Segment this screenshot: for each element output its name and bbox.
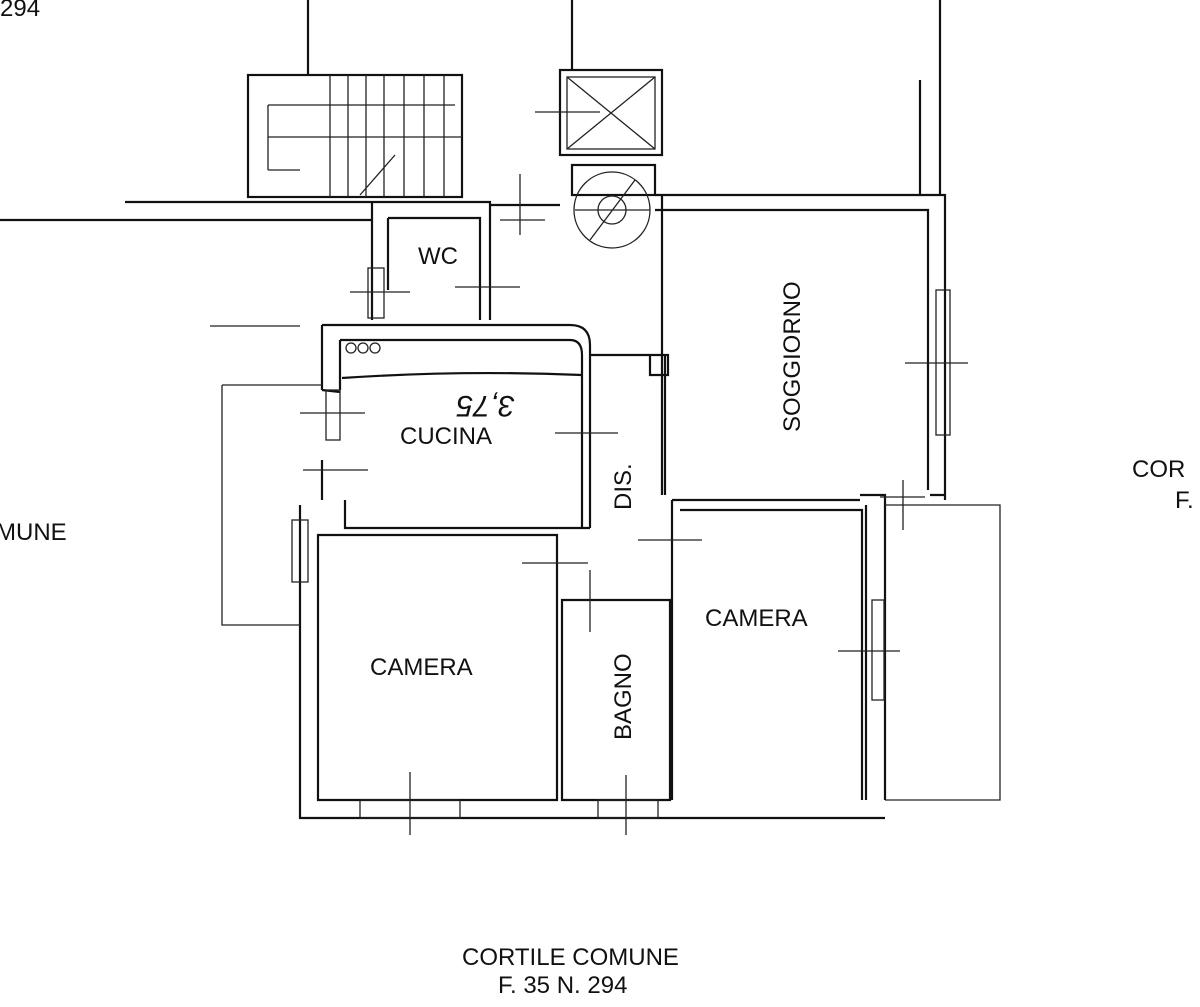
bottom-courtyard-ref: F. 35 N. 294 (498, 972, 627, 999)
room-label-dis: DIS. (610, 463, 637, 510)
handwritten-height-note: 3,75 (456, 389, 515, 422)
room-label-camera-left: CAMERA (370, 654, 473, 681)
corner-reference: 294 (0, 0, 40, 22)
bottom-courtyard-label: CORTILE COMUNE (462, 944, 679, 971)
stove-burners (345, 342, 381, 354)
room-label-camera-right: CAMERA (705, 605, 808, 632)
context-lines (0, 0, 942, 327)
elevator-shaft (535, 68, 664, 249)
room-label-bagno: BAGNO (610, 653, 637, 740)
walls (221, 193, 1001, 820)
window-marks (291, 174, 968, 835)
right-courtyard-label: COR (1132, 456, 1185, 483)
left-courtyard-label: MUNE (0, 519, 67, 546)
right-courtyard-ref: F. (1175, 487, 1194, 514)
room-label-cucina: CUCINA (400, 423, 492, 450)
room-label-wc: WC (418, 243, 458, 270)
staircase (246, 73, 464, 199)
room-label-soggiorno: SOGGIORNO (779, 281, 806, 432)
